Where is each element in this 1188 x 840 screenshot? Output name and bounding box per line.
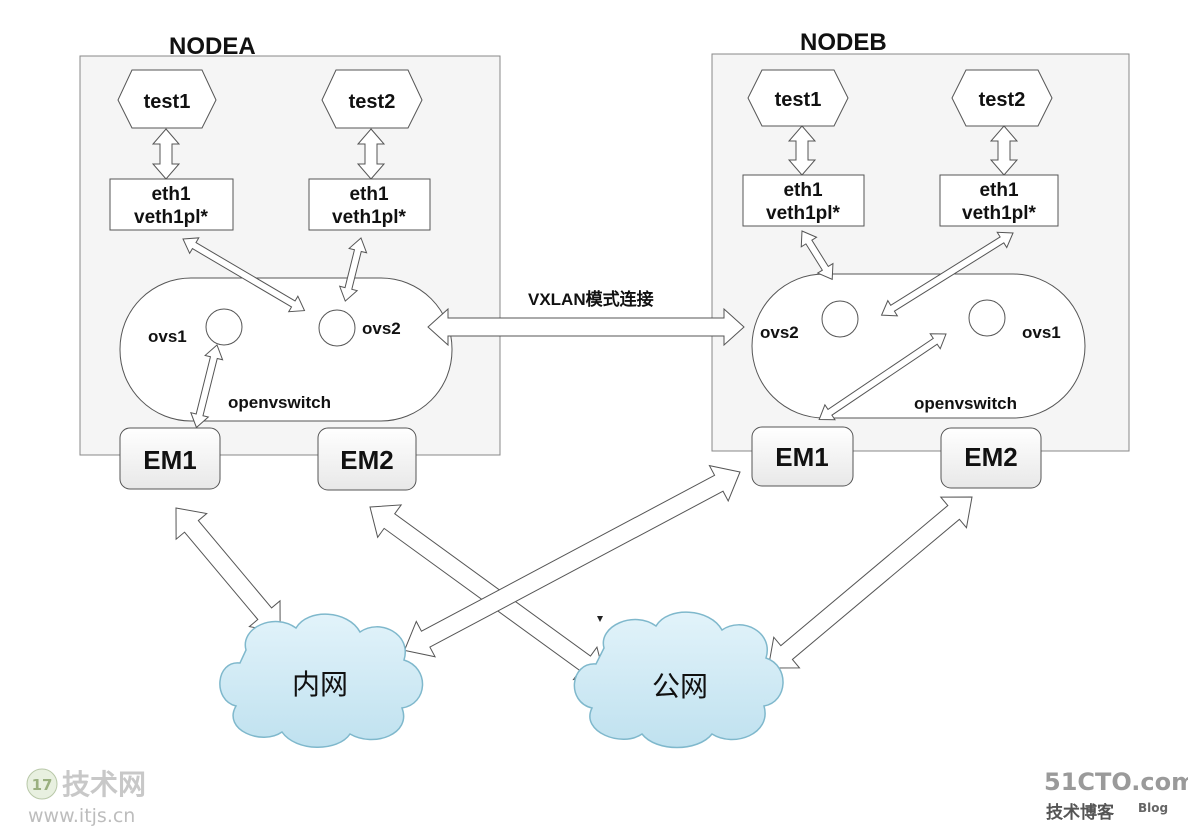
watermark-left-brand: 技术网: [62, 768, 146, 801]
node-b-iface-2-eth: eth1: [979, 180, 1019, 201]
watermark-left-url: www.itjs.cn: [28, 805, 135, 827]
watermark-right-brand: 51CTO.com: [1044, 768, 1188, 796]
node-a-test1-label: test1: [144, 91, 191, 113]
cursor-mark: [597, 616, 603, 622]
node-b-iface-2-veth: veth1pl*: [962, 203, 1037, 224]
node-b-openvswitch-label: openvswitch: [914, 394, 1017, 413]
node-a: NODEA test1 test2 eth1 veth1pl* eth1 vet…: [79, 33, 501, 491]
node-b-arrow-iface1-ovs2: [800, 230, 834, 281]
node-a-openvswitch-label: openvswitch: [228, 393, 331, 412]
watermark-right-sub: 技术博客: [1046, 802, 1115, 823]
node-b-em2-label: EM2: [964, 442, 1017, 472]
node-b-em1-label: EM1: [775, 442, 828, 472]
node-a-em1-label: EM1: [143, 445, 196, 475]
node-b-em2-box: [940, 427, 1042, 489]
node-a-em2-box: [317, 427, 417, 491]
cloud-intranet-label: 内网: [292, 668, 348, 701]
node-a-test1-host: [117, 69, 217, 129]
node-b-iface-1-eth: eth1: [783, 180, 823, 201]
cloud-internet-label: 公网: [652, 670, 708, 703]
node-b-arrow-ovs1-em: [818, 333, 947, 421]
vxlan-link-arrow: [427, 307, 745, 347]
node-b-test2-host: [951, 69, 1053, 127]
node-a-test2-label: test2: [349, 91, 396, 113]
watermark-left: 17 技术网 www.itjs.cn: [26, 768, 146, 827]
node-a-iface-1-eth: eth1: [151, 184, 191, 205]
watermark-right: 51CTO.com 技术博客 Blog: [1044, 768, 1188, 823]
node-a-arrow-ovs1-em1: [190, 344, 224, 429]
node-a-ovs2-label: ovs2: [362, 319, 401, 338]
cloud-internet: 公网: [573, 611, 784, 749]
node-a-test2-host: [321, 69, 423, 129]
node-a-iface-1-veth: veth1pl*: [134, 207, 209, 228]
node-a-ovs2-port: [318, 309, 356, 347]
node-b-test2-label: test2: [979, 89, 1026, 111]
arrow-nodeb-em2-to-internet: [767, 496, 973, 669]
node-a-arrow-iface1-ovs2: [182, 237, 306, 313]
node-a-ovs1-port: [205, 308, 243, 346]
itjs-logo-icon: [26, 768, 58, 800]
node-b-em1-box: [751, 426, 854, 487]
node-b-iface-1-veth: veth1pl*: [766, 203, 841, 224]
vxlan-link-label: VXLAN模式连接: [528, 289, 654, 309]
node-a-em1-box: [119, 427, 221, 490]
watermark-right-blog: Blog: [1138, 801, 1168, 815]
itjs-logo-digits: 17: [32, 776, 53, 794]
node-b-ovs1-label: ovs1: [1022, 323, 1061, 342]
node-a-em2-label: EM2: [340, 445, 393, 475]
node-b-test1-label: test1: [775, 89, 822, 111]
node-a-iface-1-box: [109, 178, 234, 231]
node-b-iface-1-box: [742, 174, 865, 227]
node-b: NODEB test1 test2 eth1 veth1pl* eth1 vet…: [711, 29, 1130, 489]
node-a-iface-2-eth: eth1: [349, 184, 389, 205]
node-a-iface-2-veth: veth1pl*: [332, 207, 407, 228]
node-a-title: NODEA: [169, 33, 256, 60]
node-b-ovs1-port: [968, 299, 1006, 337]
node-a-ovs1-label: ovs1: [148, 327, 187, 346]
cloud-intranet: 内网: [219, 613, 424, 748]
node-b-test1-host: [747, 69, 849, 127]
node-a-iface-2-box: [308, 178, 431, 231]
node-b-title: NODEB: [800, 29, 887, 56]
node-b-iface-2-box: [939, 174, 1059, 227]
node-a-arrow-iface2-ovs2: [338, 237, 368, 302]
node-b-ovs2-label: ovs2: [760, 323, 799, 342]
node-b-ovs2-port: [821, 300, 859, 338]
node-b-arrow-iface2-ovs2: [880, 231, 1014, 317]
